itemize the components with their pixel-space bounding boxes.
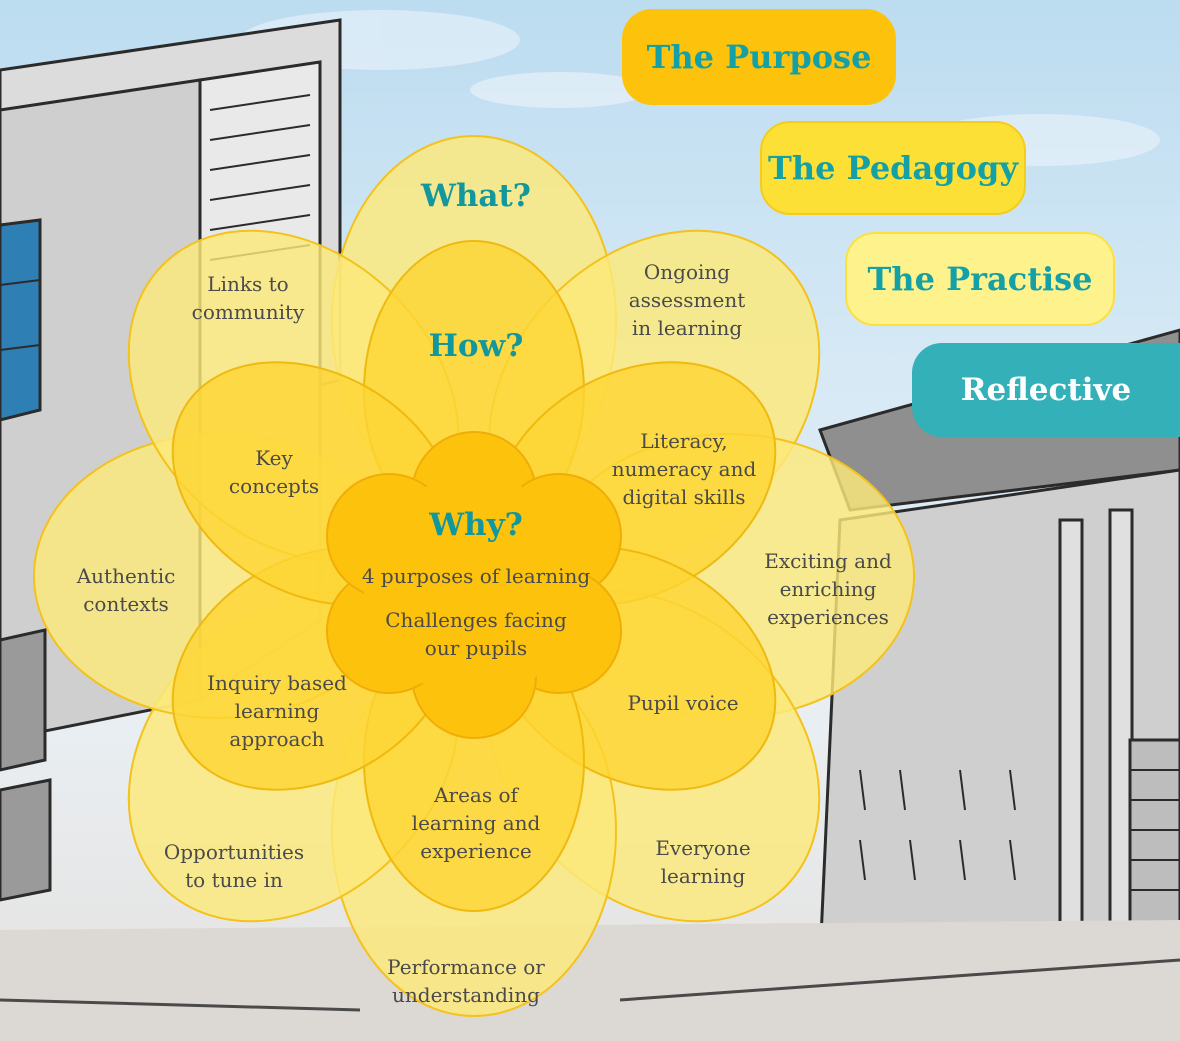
the-pedagogy-pill[interactable]: The Pedagogy <box>760 121 1026 215</box>
ground-sketch <box>0 920 1180 1041</box>
what-heading: What? <box>421 178 531 214</box>
flower-diagram <box>33 135 915 1017</box>
how-heading: How? <box>428 328 524 364</box>
the-purpose-pill[interactable]: The Purpose <box>622 9 896 105</box>
center-purposes-label: 4 purposes of learning <box>361 564 591 588</box>
the-practise-pill[interactable]: The Practise <box>845 232 1115 326</box>
reflective-pill[interactable]: Reflective <box>912 343 1180 437</box>
pupil-voice-label: Pupil voice <box>627 691 739 715</box>
flower-center <box>326 431 622 739</box>
why-heading: Why? <box>429 507 523 543</box>
